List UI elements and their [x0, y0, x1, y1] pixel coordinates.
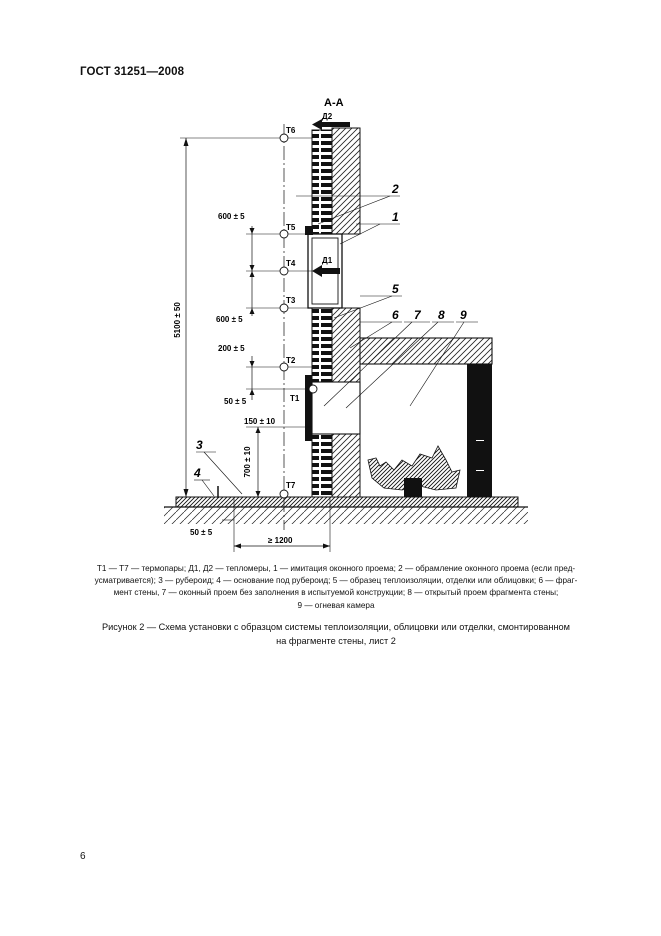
- dim-50-side: 50 ± 5: [224, 397, 247, 406]
- dim-200: 200 ± 5: [218, 344, 245, 353]
- dim-600-bottom: 600 ± 5: [216, 315, 243, 324]
- label-t7: Т7: [286, 481, 296, 490]
- dim-150: 150 ± 10: [244, 417, 276, 426]
- wall-fragment-lower: [331, 433, 361, 498]
- ground-hatch: [164, 507, 528, 524]
- dim-1200: ≥ 1200: [268, 536, 293, 545]
- callout-9: 9: [460, 308, 467, 322]
- lower-frame-bar: [305, 375, 312, 441]
- callout-5: 5: [392, 282, 399, 296]
- label-t4: Т4: [286, 259, 296, 268]
- document-header: ГОСТ 31251—2008: [80, 66, 185, 78]
- callout-3: 3: [196, 438, 203, 452]
- legend-line-3: мент стены, 7 — оконный проем без заполн…: [113, 588, 559, 598]
- figure-caption: Рисунок 2 — Схема установки с образцом с…: [80, 620, 592, 648]
- label-d2: Д2: [322, 112, 333, 121]
- wall-fragment-middle: [331, 307, 361, 383]
- legend-line-2: усматривается); 3 — рубероид; 4 — основа…: [94, 576, 578, 586]
- fire-chamber-wall-mark2: [476, 470, 484, 471]
- wall-fragment-upper: [331, 127, 361, 235]
- label-t3: Т3: [286, 296, 296, 305]
- figure-legend: Т1 — Т7 — термопары; Д1, Д2 — тепломеры,…: [80, 563, 592, 612]
- caption-line-1: Рисунок 2 — Схема установки с образцом с…: [102, 622, 570, 632]
- label-t1: Т1: [290, 394, 300, 403]
- callout-6: 6: [392, 308, 399, 322]
- callout-4: 4: [193, 466, 201, 480]
- legend-line-4: 9 — огневая камера: [297, 600, 375, 610]
- section-label: А-А: [324, 97, 344, 109]
- label-t2: Т2: [286, 356, 296, 365]
- heat-flux-d1-arrow: [312, 265, 322, 277]
- callout-8: 8: [438, 308, 445, 322]
- fire-chamber-wall: [467, 364, 492, 497]
- dim-50-bottom: 50 ± 5: [190, 528, 213, 537]
- callout-7: 7: [414, 308, 422, 322]
- caption-line-2: на фрагменте стены, лист 2: [276, 636, 396, 646]
- window-frame-bar: [305, 226, 313, 235]
- callout-1: 1: [392, 210, 399, 224]
- label-t6: Т6: [286, 126, 296, 135]
- thermocouple-markers: [279, 133, 318, 499]
- crib-support: [404, 478, 422, 497]
- specimen-insulation: [311, 129, 333, 498]
- callout-2: 2: [391, 182, 399, 196]
- page-number: 6: [80, 851, 86, 862]
- installation-diagram: А-А Д2 Т6 Т5 Т4 Д1 Т3 Т2 Т1 Т7 5100 ± 50…: [164, 97, 528, 552]
- heat-flux-d2-bar: [322, 122, 350, 127]
- fire-chamber-roof: [359, 337, 493, 365]
- heat-flux-d2-arrow: [312, 119, 322, 130]
- base-slab: [175, 496, 519, 508]
- label-d1: Д1: [322, 256, 333, 265]
- window-opening-lower: [311, 381, 361, 435]
- fire-chamber-wall-mark: [476, 440, 484, 441]
- dim-600-top: 600 ± 5: [218, 212, 245, 221]
- label-t5: Т5: [286, 223, 296, 232]
- legend-line-1: Т1 — Т7 — термопары; Д1, Д2 — тепломеры,…: [96, 564, 576, 573]
- heat-flux-d1-bar: [322, 268, 340, 274]
- dim-height: 5100 ± 50: [173, 302, 182, 338]
- dim-700: 700 ± 10: [243, 446, 252, 478]
